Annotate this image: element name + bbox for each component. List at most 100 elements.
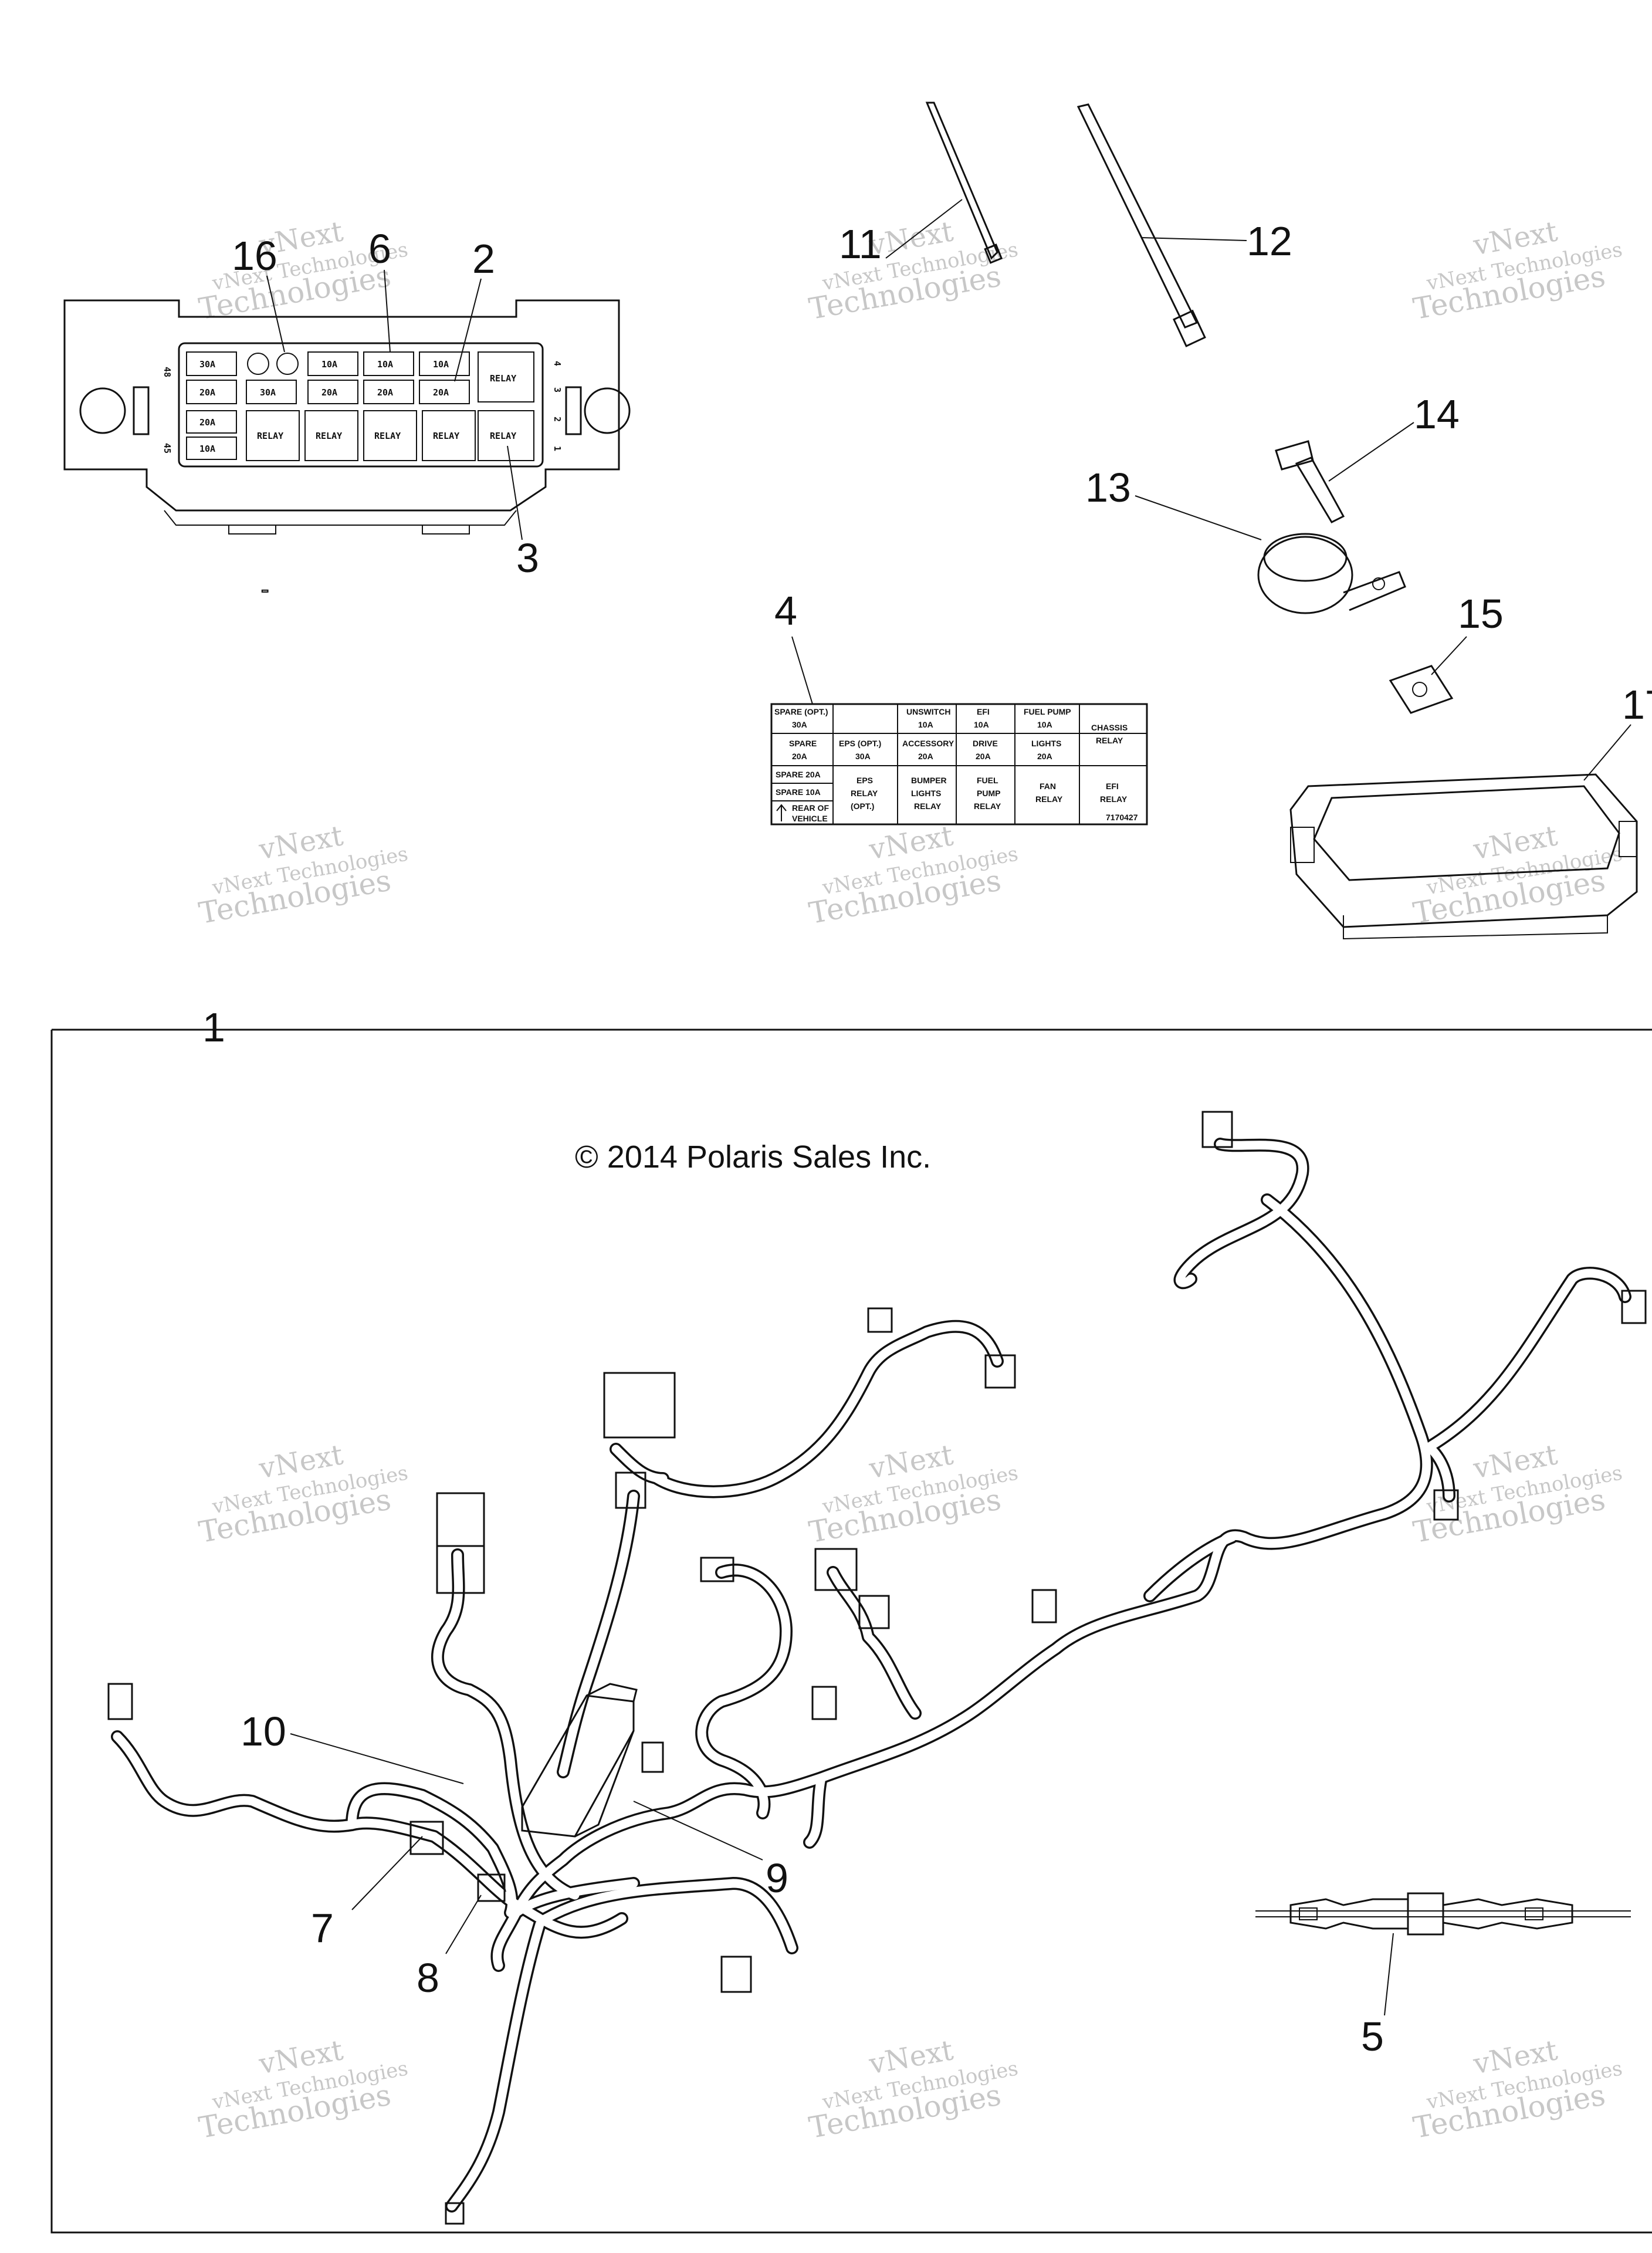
svg-text:-: - [261, 577, 269, 603]
label-cell: 30A [855, 752, 871, 761]
connector[interactable] [1031, 1589, 1057, 1623]
callout-17[interactable]: 17 [1622, 682, 1652, 728]
relay-slot[interactable] [246, 410, 300, 461]
label-cell: 20A [918, 752, 933, 761]
fuse-box[interactable]: 48 45 4 3 2 1 30A 10A 10A 10A RELAY 20A … [63, 299, 631, 535]
fuse-slot[interactable] [186, 351, 237, 376]
cavity-number-2: 2 [552, 417, 563, 422]
callout-1[interactable]: 1 [202, 1004, 225, 1050]
relay-label: RELAY [433, 431, 459, 441]
label-cell: RELAY [1096, 736, 1123, 745]
main-wire-harness[interactable] [111, 1138, 1631, 2213]
callouts-harness: 10 7 8 9 [241, 1709, 788, 2001]
connector[interactable] [700, 1557, 734, 1582]
callout-14[interactable]: 14 [1414, 391, 1460, 437]
mounting-hole-right [584, 387, 631, 434]
connector[interactable] [867, 1307, 893, 1333]
callout-7[interactable]: 7 [311, 1905, 334, 1951]
connector[interactable] [615, 1471, 646, 1509]
fuse-label-chart[interactable]: SPARE (OPT.) 30A UNSWITCH 10A EFI 10A FU… [770, 703, 1148, 826]
label-cell: SPARE [789, 739, 817, 748]
fuse-rating: 20A [199, 417, 215, 428]
fuse-rating: 30A [199, 359, 215, 370]
fuse-slot[interactable] [307, 380, 358, 404]
callout-11[interactable]: 11 [839, 221, 882, 267]
label-cell: LIGHTS [1031, 739, 1061, 748]
fuse-box-cover[interactable] [1289, 773, 1638, 940]
connector[interactable] [811, 1686, 837, 1720]
fuse-rating: 20A [433, 387, 449, 398]
connector-block[interactable] [603, 1372, 676, 1439]
fuse-slot[interactable] [307, 351, 358, 376]
relay-label: RELAY [374, 431, 401, 441]
fuse-slot[interactable] [186, 437, 237, 460]
cavity-number-1: 1 [552, 446, 563, 451]
label-cell: FUEL [977, 776, 998, 785]
fuse-slot[interactable] [186, 410, 237, 434]
callout-16[interactable]: 16 [232, 233, 277, 279]
connector[interactable] [984, 1354, 1016, 1389]
fuse-slot[interactable] [186, 380, 237, 404]
callout-12[interactable]: 12 [1247, 218, 1292, 264]
callout-4[interactable]: 4 [774, 588, 797, 634]
callout-13[interactable]: 13 [1085, 465, 1131, 510]
label-cell: BUMPER [911, 776, 947, 785]
label-cell: SPARE (OPT.) [774, 707, 828, 716]
cavity-number-48: 48 [162, 367, 172, 377]
fuse-rating: 20A [321, 387, 337, 398]
relay-slot[interactable] [478, 351, 534, 402]
connector[interactable] [477, 1873, 506, 1902]
connector[interactable] [409, 1821, 444, 1855]
callout-15[interactable]: 15 [1458, 591, 1504, 637]
connector[interactable] [720, 1956, 752, 1993]
callout-2[interactable]: 2 [472, 236, 495, 282]
callout-10[interactable]: 10 [241, 1709, 286, 1754]
harness-clamp[interactable] [1257, 533, 1406, 614]
connector[interactable] [1621, 1290, 1647, 1324]
harness-connectors[interactable] [107, 1111, 1647, 2225]
callout-8[interactable]: 8 [417, 1955, 439, 2001]
cavity-number-45: 45 [162, 443, 172, 454]
callout-9[interactable]: 9 [766, 1855, 788, 1901]
harness-fuse-box[interactable] [521, 1683, 638, 1838]
speed-nut[interactable] [1389, 665, 1454, 714]
fuse-cavity-empty [247, 353, 269, 375]
connector-block[interactable] [436, 1545, 485, 1594]
relay-slot[interactable] [422, 410, 476, 461]
fuse-slot[interactable] [363, 380, 414, 404]
relay-slot[interactable] [478, 410, 534, 461]
connector[interactable] [858, 1595, 890, 1629]
fuse-slot[interactable] [246, 380, 297, 404]
relay-slot[interactable] [304, 410, 358, 461]
connector-block[interactable] [436, 1492, 485, 1547]
screw[interactable] [1275, 440, 1345, 523]
cable-tie-small[interactable] [925, 102, 1003, 264]
label-cell: 20A [792, 752, 807, 761]
label-cell: RELAY [974, 801, 1001, 811]
connector[interactable] [641, 1741, 664, 1773]
cable-tie-large[interactable] [1076, 103, 1206, 347]
callout-3[interactable]: 3 [516, 535, 539, 581]
label-cell: 30A [792, 720, 807, 729]
callouts-fuse-box: 16 6 2 3 [232, 226, 539, 581]
connector[interactable] [1433, 1489, 1459, 1521]
jumper-harness[interactable] [1255, 1892, 1631, 1936]
fuse-slot[interactable] [419, 351, 470, 376]
label-cell: CHASSIS [1091, 723, 1128, 732]
fuse-slot[interactable] [363, 351, 414, 376]
fuse-rating: 10A [377, 359, 393, 370]
watermarks: vNext vNext Technologies Technologies vN… [197, 215, 1624, 2145]
fuse-rating: 20A [199, 387, 215, 398]
label-cell: EPS (OPT.) [839, 739, 881, 748]
connector[interactable] [445, 2202, 465, 2225]
connector[interactable] [1201, 1111, 1233, 1148]
connector-cluster[interactable] [814, 1548, 858, 1591]
fuse-slot[interactable] [419, 380, 470, 404]
relay-slot[interactable] [363, 410, 417, 461]
label-cell: RELAY [851, 789, 878, 798]
connector[interactable] [107, 1683, 133, 1720]
callout-5[interactable]: 5 [1361, 2014, 1384, 2059]
label-cell: EFI [977, 707, 990, 716]
callout-6[interactable]: 6 [368, 226, 391, 272]
